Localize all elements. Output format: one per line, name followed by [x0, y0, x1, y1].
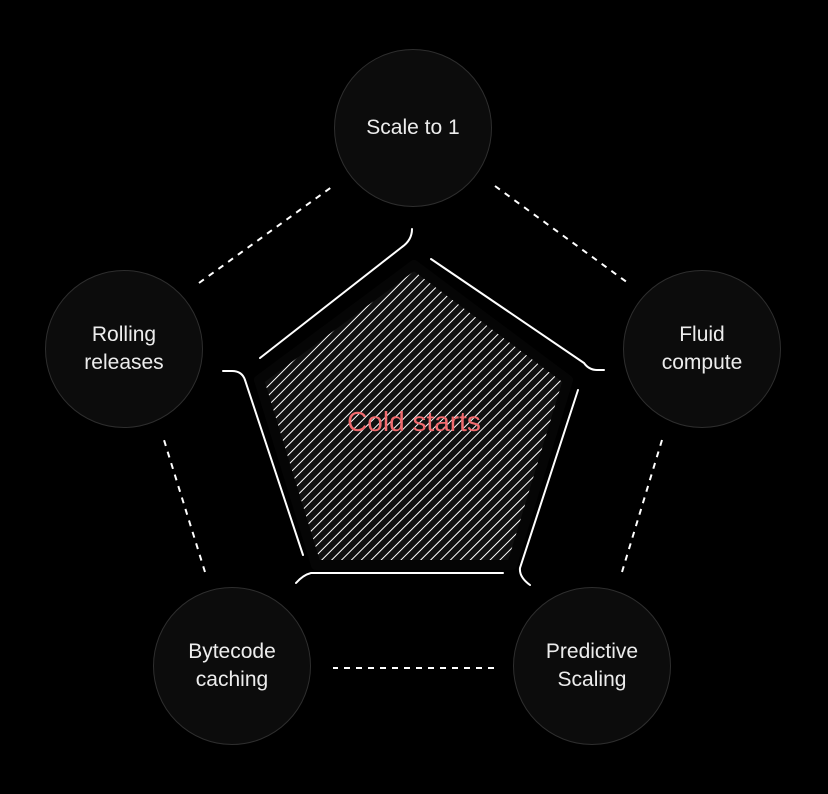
node-bytecode-caching: Bytecode caching [153, 587, 311, 745]
node-predictive-scaling: Predictive Scaling [513, 587, 671, 745]
connector-bytecode-rolling [163, 439, 206, 573]
center-label: Cold starts [347, 406, 481, 437]
node-label-rolling-releases: Rolling releases [84, 323, 164, 374]
outline-top-left [259, 228, 413, 359]
center-pentagon [254, 260, 573, 570]
node-label-predictive-scaling: Predictive Scaling [545, 640, 639, 691]
connector-rolling-scale [198, 185, 334, 284]
outline-left [222, 370, 304, 556]
outline-top-right [430, 258, 605, 371]
outline-right [518, 389, 579, 586]
node-label-bytecode-caching: Bytecode caching [188, 640, 276, 691]
node-rolling-releases: Rolling releases [45, 270, 203, 428]
connector-scale-fluid [494, 185, 629, 284]
node-label-scale-to-1: Scale to 1 [366, 116, 460, 139]
connector-fluid-predictive [621, 439, 663, 573]
node-label-fluid-compute: Fluid compute [661, 323, 743, 374]
outline-bottom [295, 572, 504, 584]
node-scale-to-1: Scale to 1 [334, 49, 492, 207]
node-fluid-compute: Fluid compute [623, 270, 781, 428]
